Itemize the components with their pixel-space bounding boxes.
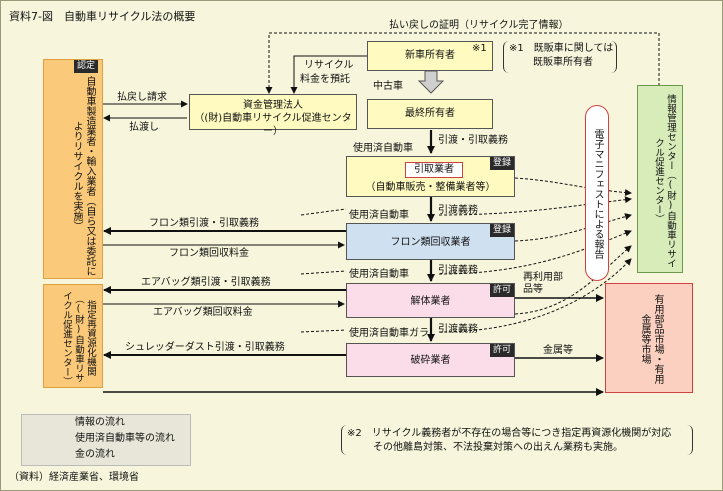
refund-certificate-label: 払い戻しの証明（リサイクル完了情報）	[389, 20, 569, 31]
refund-certificate-flow	[265, 32, 660, 94]
report-line-left-3	[300, 329, 347, 333]
used-car-label-2: 使用済自動車	[349, 210, 409, 221]
info-center-text: 情報管理センター（(財)自動車リサイクル促進センター）	[653, 94, 676, 268]
new-car-owner-box: 新車所有者	[367, 41, 493, 71]
collector-badge: 登録	[489, 157, 514, 170]
collector-box: 引取業者 （自動車販売・整備業者等） 登録	[346, 156, 515, 197]
note1-line1: ※1 既販車に関しては	[509, 43, 614, 54]
freon-badge: 登録	[489, 224, 514, 237]
manifest-pill: 電子マニフェストによる報告	[585, 105, 609, 281]
note1-bracket	[503, 41, 617, 73]
recycle-fee-line2: 料金を預託	[300, 74, 350, 85]
shredder-box: 破砕業者 許可	[346, 343, 515, 377]
recycle-fee-flow	[290, 55, 367, 94]
note1-line2: 既販車所有者	[533, 57, 593, 68]
collector-label: 引取業者	[405, 162, 463, 178]
report-line-3	[438, 258, 632, 333]
dismantler-badge: 許可	[489, 284, 514, 297]
airbag-fee-label: エアバッグ類回収料金	[153, 307, 253, 318]
freon-collector-box: フロン類回収業者 登録	[346, 223, 515, 260]
used-car-label: 中古車	[373, 81, 403, 92]
report-line-left-2	[300, 270, 347, 275]
manifest-text: 電子マニフェストによる報告	[592, 129, 603, 259]
report-line-2	[438, 229, 632, 275]
fund-manager-line1: 資金管理法人	[243, 100, 303, 111]
report-line-collector	[514, 177, 632, 197]
note2-line2: その他離島対策、不法投棄対策への出えん業務も実施。	[373, 442, 623, 453]
designated-org-text: 指定再資源化機関（(財)自動車リサイクル促進センター）	[61, 290, 96, 386]
hikitori-gimu-label: 引渡・引取義務	[438, 135, 508, 146]
legend-box	[21, 414, 191, 466]
manufacturer-text: 自動車製造業者・輸入業者（自ら又は委託によりリサイクルを実施）	[71, 76, 95, 276]
market-text: 有用部品市場・有用金属等市場	[639, 294, 663, 384]
metals-label: 金属等	[543, 345, 573, 356]
used-car-label-3: 使用済自動車	[349, 269, 409, 280]
designated-org-box: 指定再資源化機関（(財)自動車リサイクル促進センター）	[43, 284, 103, 388]
fund-manager-box: 資金管理法人 （(財)自動車リサイクル促進センター）	[189, 94, 357, 137]
asr-duty-label: シュレッダーダスト引渡・引取義務	[125, 342, 285, 353]
hikiwatashi-label-2: 引渡義務	[438, 265, 478, 276]
figure-title: 資料7-図 自動車リサイクル法の概要	[9, 10, 196, 23]
legend-money-label: 金の流れ	[75, 449, 115, 460]
shredder-badge: 許可	[489, 344, 514, 357]
report-line-left-1	[300, 208, 347, 216]
market-box: 有用部品市場・有用金属等市場	[605, 283, 693, 393]
freon-collector-label: フロン類回収業者	[390, 237, 471, 248]
legend-car-label: 使用済自動車等の流れ	[75, 433, 175, 444]
used-car-label-1: 使用済自動車	[353, 143, 413, 154]
freon-duty-label: フロン類引渡・引取義務	[149, 218, 259, 229]
refund-request-label: 払戻し請求	[117, 92, 167, 103]
shredder-label: 破砕業者	[410, 355, 451, 366]
source-note: （資料）経済産業省、環境省	[9, 472, 139, 483]
report-line-freon	[514, 213, 632, 242]
hikiwatashi-label-1: 引渡義務	[438, 205, 478, 216]
recycle-fee-line1: リサイクル	[304, 60, 354, 71]
report-line-1	[438, 196, 632, 216]
manufacturer-box: 認定 自動車製造業者・輸入業者（自ら又は委託によりリサイクルを実施）	[43, 59, 103, 279]
fund-manager-line2: （(財)自動車リサイクル促進センター）	[194, 113, 352, 137]
reuse-parts-label: 再利用部品等	[523, 272, 563, 295]
dismantler-label: 解体業者	[410, 296, 451, 307]
final-owner-box: 最終所有者	[367, 99, 493, 129]
freon-fee-label: フロン類回収料金	[169, 248, 249, 259]
legend-info-label: 情報の流れ	[75, 417, 125, 428]
info-center-box: 情報管理センター（(財)自動車リサイクル促進センター）	[637, 85, 683, 273]
used-car-hollow-arrow	[417, 70, 445, 94]
note2-bracket	[341, 425, 693, 455]
hikiwatashi-label-3: 引渡義務	[438, 324, 478, 335]
manufacturer-badge: 認定	[74, 60, 99, 73]
new-car-owner-label: 新車所有者	[405, 50, 455, 61]
note2-line1: ※2 リサイクル義務者が不存在の場合等につき指定再資源化機関が対応	[347, 428, 672, 439]
collector-sub: （自動車販売・整備業者等）	[365, 182, 496, 193]
final-owner-label: 最終所有者	[405, 108, 455, 119]
airbag-duty-label: エアバッグ類引渡・引取義務	[141, 277, 271, 288]
used-car-gara-label: 使用済自動車ガラ	[349, 328, 429, 339]
dismantler-box: 解体業者 許可	[346, 283, 515, 318]
payout-label: 払渡し	[129, 122, 159, 133]
note1-mark: ※1	[472, 43, 487, 54]
